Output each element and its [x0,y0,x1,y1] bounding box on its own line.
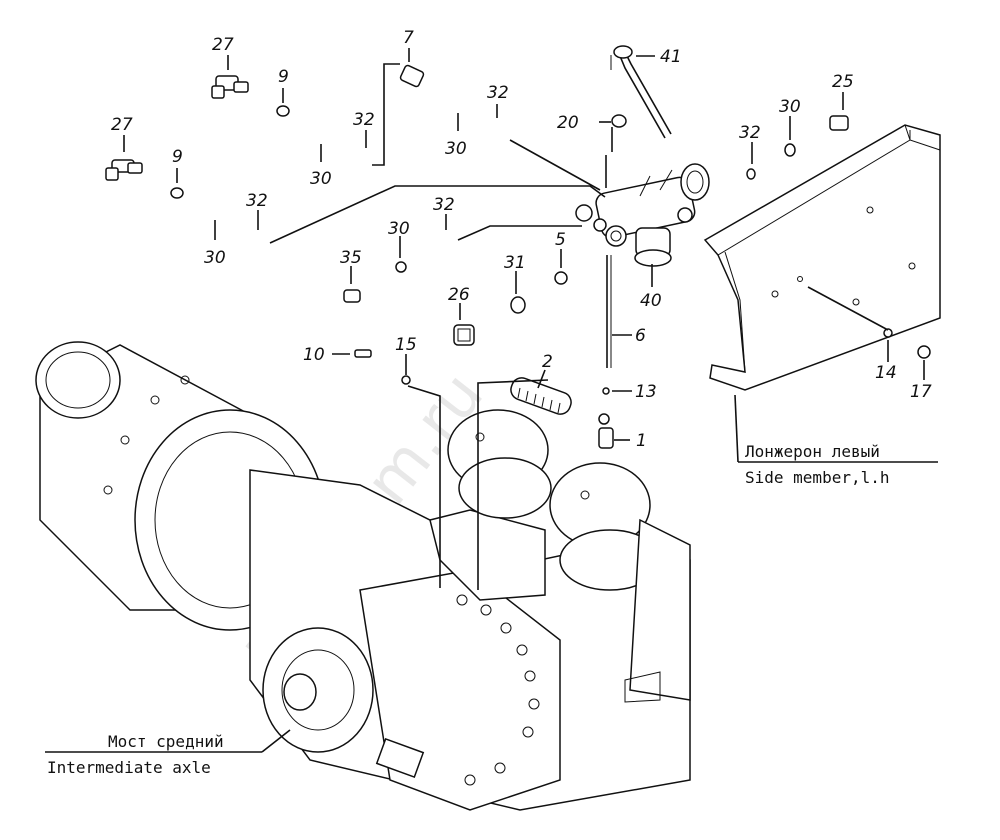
callout-41: 41 [660,47,682,67]
fitting-27b [105,159,143,181]
captions: Лонжерон левый Side member,l.h Мост сред… [47,442,890,777]
callout-30: 30 [779,97,801,117]
callout-30: 30 [310,169,332,189]
rod [606,255,612,368]
valve-assembly [575,163,710,267]
callout-32: 32 [739,123,761,143]
side-member-caption-en: Side member,l.h [745,468,890,487]
pipe-41 [610,45,672,139]
callout-35: 35 [340,248,362,268]
callout-26: 26 [448,285,470,305]
plug-20 [611,114,627,128]
callout-30: 30 [388,219,410,239]
callout-2: 2 [542,352,553,372]
fitting-25 [829,115,849,131]
fitting-26 [453,324,475,346]
axle-caption-ru: Мост средний [108,732,224,751]
callout-15: 15 [395,335,417,355]
nut-9a [276,105,290,117]
callout-5: 5 [555,230,566,250]
callout-27: 27 [111,115,133,135]
callout-30: 30 [445,139,467,159]
callout-6: 6 [635,326,646,346]
side-member [703,124,941,391]
intermediate-axle [35,341,691,811]
fitting-1 [598,413,614,449]
callout-1: 1 [636,431,647,451]
callout-40: 40 [640,291,662,311]
callout-10: 10 [303,345,325,365]
hose-2 [510,377,572,415]
leader-lines [45,48,938,753]
nut-9b [170,187,184,199]
callout-14: 14 [875,363,897,383]
callout-25: 25 [832,72,854,92]
callout-20: 20 [557,113,579,133]
axle-caption-en: Intermediate axle [47,758,211,777]
callout-9: 9 [172,147,183,167]
callout-30: 30 [204,248,226,268]
callout-labels: 27 9 7 41 25 27 9 32 30 30 32 20 30 32 3… [111,28,932,451]
callout-7: 7 [403,28,414,48]
callout-32: 32 [246,191,268,211]
callout-17: 17 [910,382,932,402]
callout-32: 32 [353,110,375,130]
callout-32: 32 [487,83,509,103]
side-member-caption-ru: Лонжерон левый [745,442,880,461]
callout-31: 31 [504,253,526,273]
fitting-7 [399,64,425,88]
callout-32: 32 [433,195,455,215]
callout-27: 27 [212,35,234,55]
bolt-10 [354,349,372,358]
callout-9: 9 [278,67,289,87]
fitting-35 [343,289,361,303]
callout-13: 13 [635,382,657,402]
fitting-27a [211,75,249,99]
rings [395,143,931,395]
